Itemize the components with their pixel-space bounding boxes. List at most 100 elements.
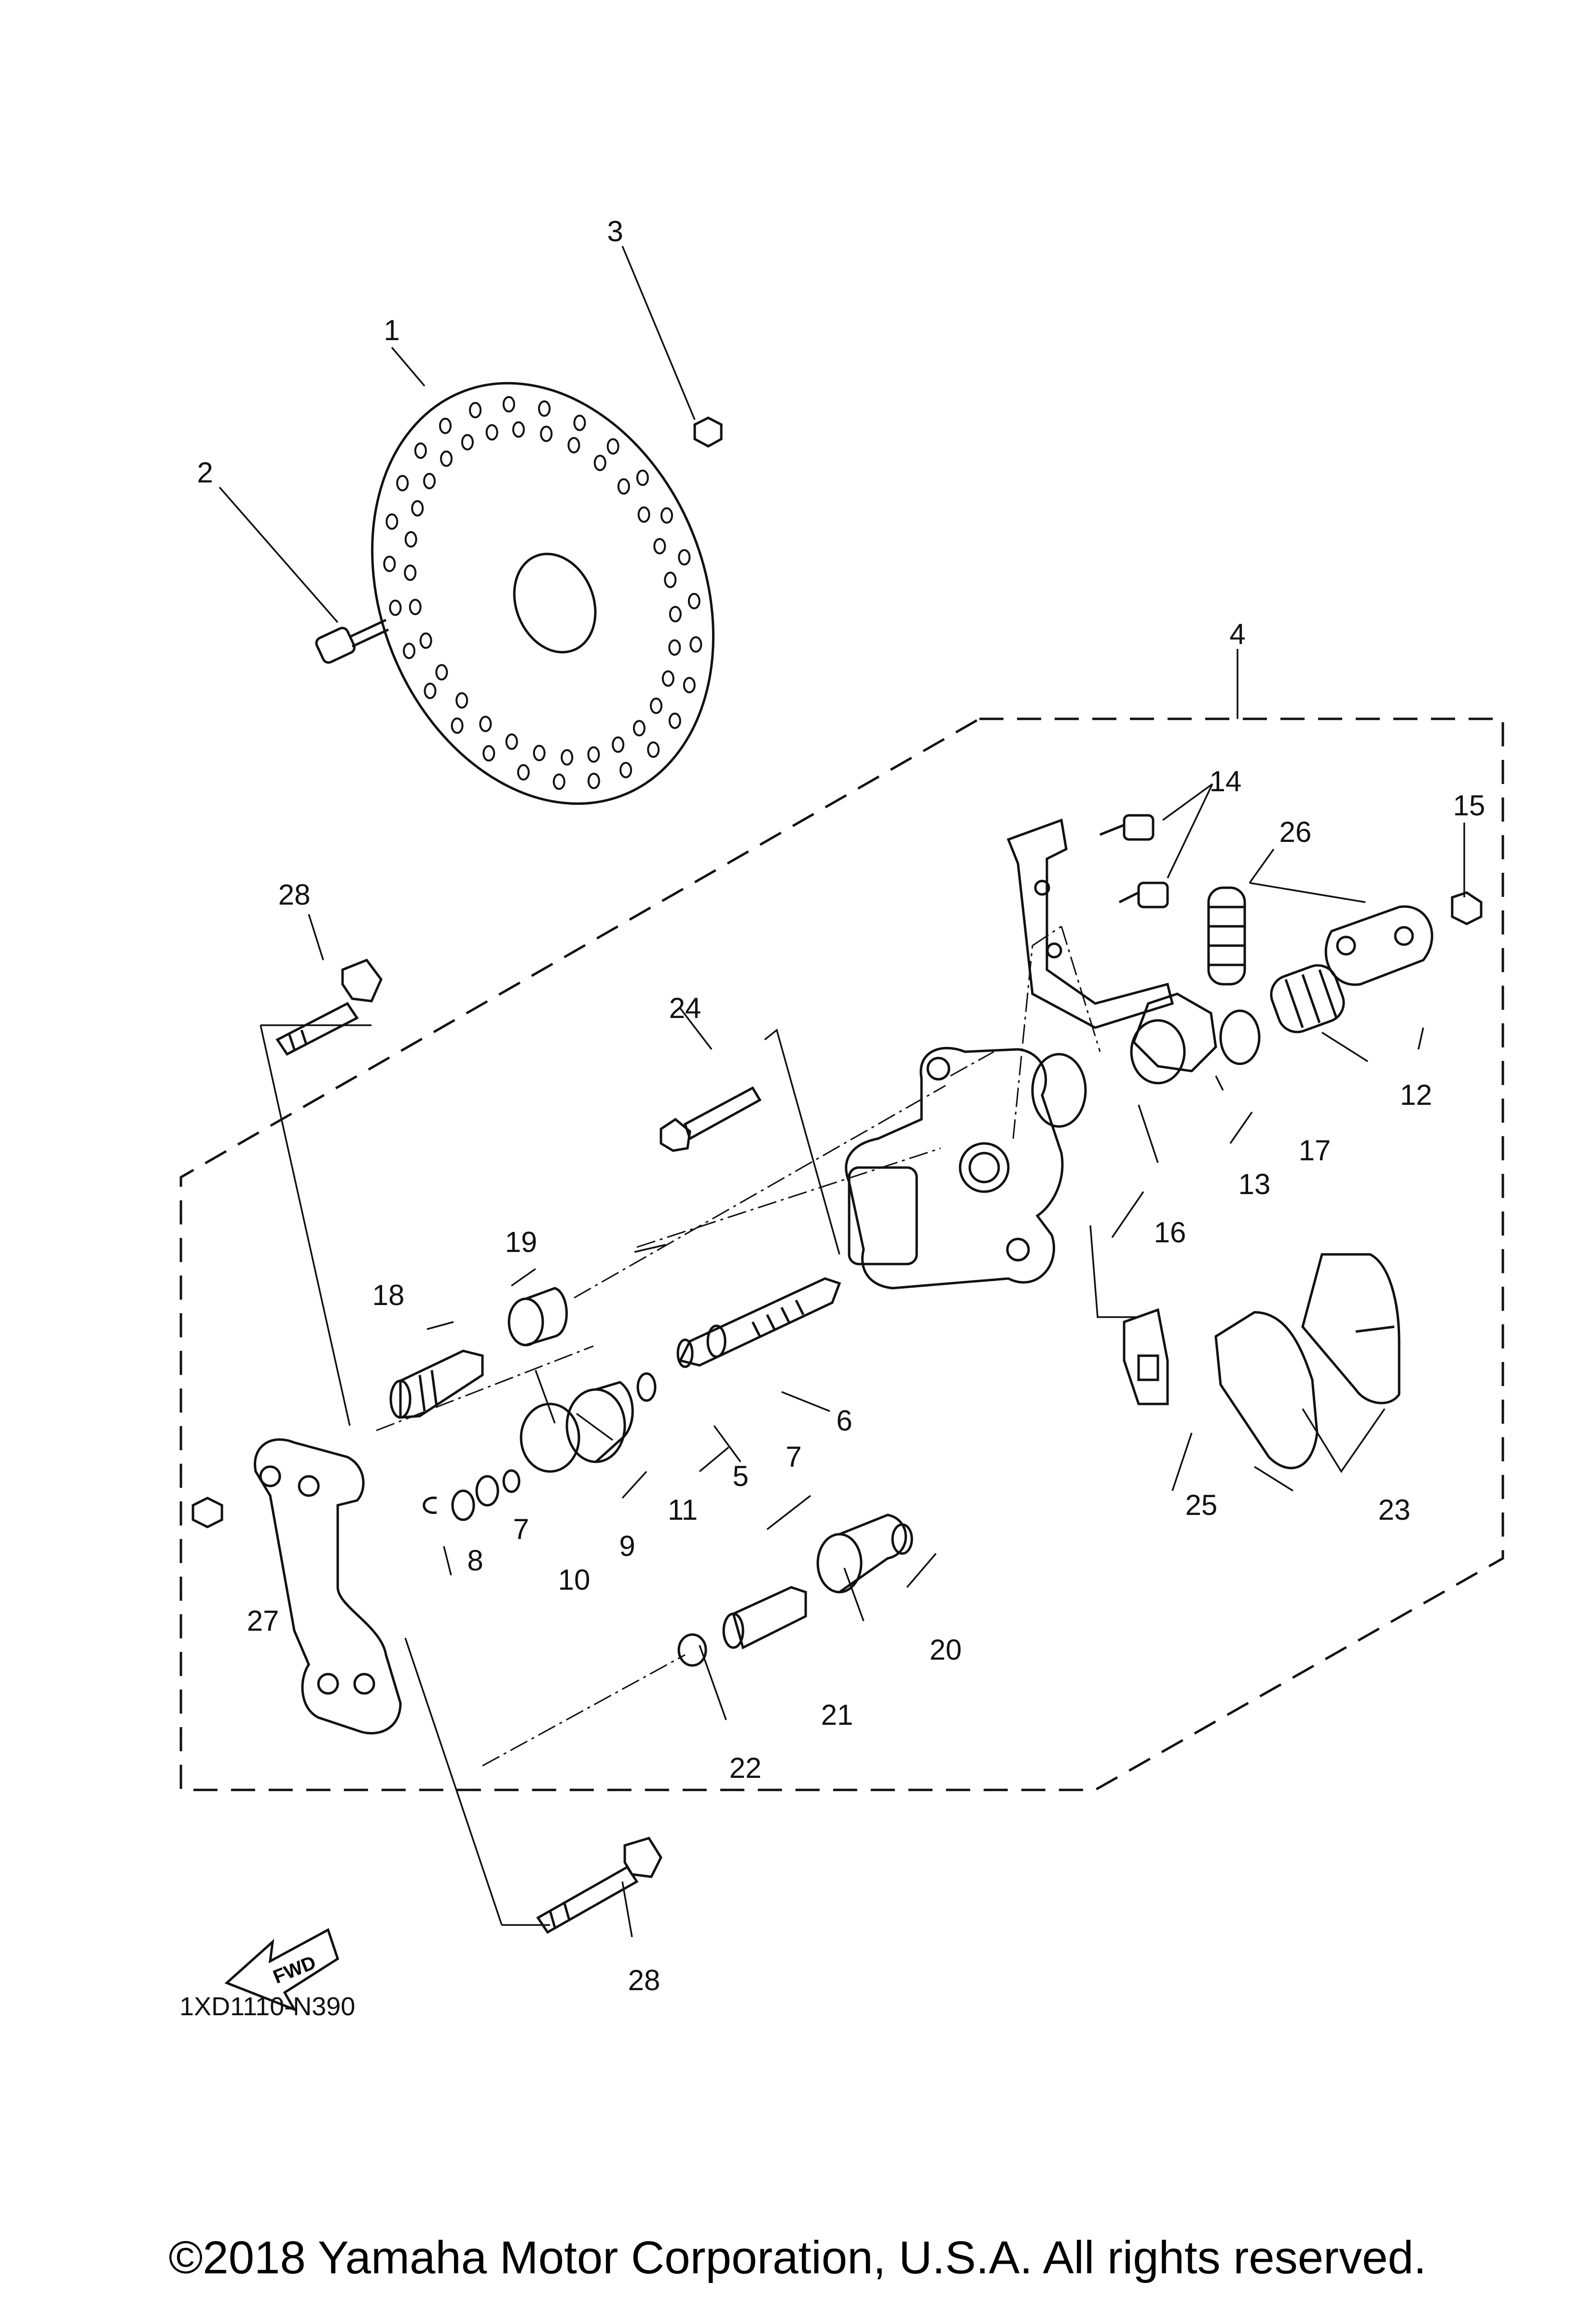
disc-hole [668,639,681,656]
disc-hole [678,549,691,566]
disc-hole [469,402,482,419]
adjuster-spring [1270,964,1345,1033]
bushing [508,1287,568,1347]
piston-shaft [676,1277,841,1368]
disc-hole [664,571,677,588]
disc-hole [396,475,409,492]
disc-hole [587,772,600,789]
bracket-nut [192,1497,223,1528]
caliper-assembly-boundary [179,717,1504,1791]
piston-cup [565,1381,634,1463]
bracket-bolt-lower [536,1837,662,1934]
o-ring-small [1219,1009,1261,1065]
callout-18: 18 [372,1279,405,1311]
disc-hole [383,555,396,572]
disc-nut [693,416,723,448]
tension-spring [1207,886,1246,986]
circlip [423,1497,437,1514]
disc-hole [593,454,606,471]
disc-hole [587,746,600,763]
callout-6: 6 [836,1404,852,1437]
callout-8: 8 [467,1544,483,1577]
callout-1: 1 [384,314,399,346]
disc-hole [482,745,495,762]
callout-7: 7 [785,1441,801,1473]
disc-hole [660,507,673,524]
disc-hole [606,438,619,455]
disc-hole [502,396,515,413]
disc-hole [636,469,649,486]
guide-pin [722,1586,807,1650]
disc-hole [619,762,632,779]
disc-hole [439,417,452,434]
disc-hole [385,513,399,530]
disc-hole [505,733,518,750]
disc-hole [533,744,546,761]
disc-hole [653,538,666,555]
callout-22: 22 [729,1752,762,1784]
copyright-notice: ©2018 Yamaha Motor Corporation, U.S.A. A… [168,2232,1427,2283]
disc-hole [404,564,417,581]
disc-hole [661,670,674,687]
slide-pin [389,1349,484,1419]
fwd-arrow-icon [224,1928,339,2012]
callout-23: 23 [1378,1494,1411,1526]
washer [677,1633,707,1667]
bracket-bolt-upper [275,958,383,1056]
callout-2: 2 [197,456,213,489]
callout-19: 19 [505,1226,537,1258]
washer [451,1489,475,1521]
washer-small [475,1475,499,1507]
disc-hole [440,450,453,467]
brake-disc [371,382,715,805]
disc-hole [612,736,625,753]
disc-hole [479,715,492,732]
disc-hole [688,592,701,609]
disc-hole [451,717,464,734]
disc-hole [435,664,448,681]
callout-14: 14 [1210,765,1242,798]
disc-hole [423,473,436,490]
disc-hole [411,500,424,517]
callout-11: 11 [668,1494,698,1526]
disc-hole [409,599,422,616]
disc-hole [647,741,660,758]
seal-ring [520,1403,580,1473]
disc-hole [485,424,498,441]
o-ring-large [1031,1053,1087,1128]
drawing-code: 1XD1110-N390 [179,1992,356,2021]
disc-hole [561,749,574,766]
disc-hole [512,421,525,438]
disc-hole [538,400,551,417]
disc-hole [517,764,530,781]
disc-hole [632,720,646,737]
caliper-bolt [660,1086,762,1152]
disc-hole [389,599,402,616]
o-ring-tiny [502,1469,521,1493]
disc-hole [668,713,681,729]
callout-28: 28 [278,879,311,911]
disc-hole [540,426,553,442]
callout-13: 13 [1238,1168,1271,1200]
callout-28: 28 [628,1964,660,1996]
disc-hole [461,434,474,451]
disc-hole [419,632,432,649]
washer [636,1372,657,1402]
leader-lines [219,246,1465,1938]
disc-hole [424,683,437,699]
disc-hole [404,531,417,548]
callout-9: 9 [619,1530,635,1562]
callout-17: 17 [1299,1134,1331,1167]
pad-spring-bracket [1006,818,1174,1029]
callout-20: 20 [930,1634,962,1666]
callout-7: 7 [513,1513,529,1545]
disc-hole [637,506,650,523]
guide-bushing [816,1513,913,1594]
disc-hole [567,437,580,454]
callout-24: 24 [669,992,701,1024]
brake-pads [1214,1253,1401,1470]
disc-hole [617,478,630,495]
callout-26: 26 [1279,816,1312,848]
